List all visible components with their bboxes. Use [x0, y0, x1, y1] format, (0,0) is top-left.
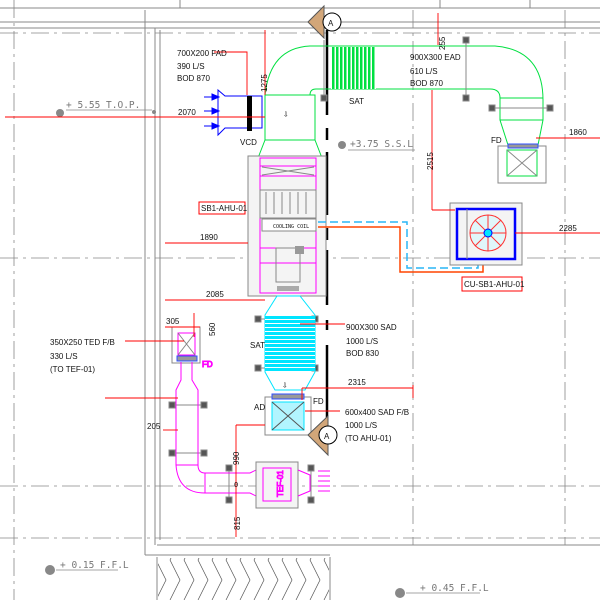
- dimension-texts: 1275 2070 255 2515 1860 1890 2285 2085 3…: [147, 36, 587, 530]
- sat-top-label: SAT: [349, 97, 364, 106]
- dim-255: 255: [438, 36, 447, 50]
- fan-icon: [469, 214, 507, 252]
- exhaust-outlet-arrows-icon: [318, 470, 330, 492]
- sad-fd-label: FD: [313, 397, 324, 406]
- tef-tag: TEF-01: [276, 470, 285, 497]
- cooling-coil-label: COOLING COIL: [273, 224, 309, 230]
- dim-2515: 2515: [426, 152, 435, 170]
- sad-flow: 1000 L/S: [346, 337, 378, 346]
- dim-2070: 2070: [178, 108, 196, 117]
- level-marker-ffl-left: + 0.15 F.F.L: [45, 560, 129, 575]
- floor-hatch: [158, 558, 329, 600]
- vcd-damper: [247, 96, 252, 131]
- sad-fb-flow: 1000 L/S: [345, 421, 377, 430]
- ead-size: 900X300 EAD: [410, 53, 461, 62]
- cu-tag: CU-SB1-AHU-01: [464, 280, 525, 289]
- ahu-unit: COOLING COIL SB1-AHU-01: [198, 155, 327, 297]
- dim-1860: 1860: [569, 128, 587, 137]
- ted-note: (TO TEF-01): [50, 365, 95, 374]
- dimension-lines: [5, 13, 600, 537]
- level-ffl-right-text: + 0.45 F.F.L: [420, 583, 489, 594]
- section-marker-bottom: A: [307, 414, 338, 457]
- level-ssl-text: +3.75 S.S.L: [350, 139, 413, 150]
- sad-fb-annotation: 600x400 SAD F/B 1000 L/S (TO AHU-01): [345, 408, 409, 443]
- refrigerant-piping: [318, 221, 484, 273]
- section-mark-a: A: [324, 432, 330, 441]
- fad-size: 700X200 FAD: [177, 49, 227, 58]
- fad-annotation: 700X200 FAD 390 L/S BOD 870: [177, 49, 227, 83]
- ted-annotation: 350X250 TED F/B 330 L/S (TO TEF-01): [50, 338, 115, 374]
- dim-815: 815: [233, 516, 242, 530]
- sad-annotation: 900X300 SAD 1000 L/S BOD 830: [346, 323, 397, 358]
- sad-fb-size: 600x400 SAD F/B: [345, 408, 409, 417]
- ead-annotation: 900X300 EAD 610 L/S BOD 870: [410, 53, 461, 88]
- intake-arrows-icon: [204, 93, 221, 130]
- dim-2085: 2085: [206, 290, 224, 299]
- ead-fire-damper: FD: [491, 136, 547, 184]
- dim-2285: 2285: [559, 224, 577, 233]
- dim-0: 0: [234, 481, 238, 489]
- sat-grille-top: [331, 47, 376, 89]
- ead-fd-label: FD: [491, 136, 502, 145]
- level-marker-top: + 5.55 T.O.P.: [56, 100, 156, 117]
- dim-205: 205: [147, 422, 161, 431]
- dim-2315: 2315: [348, 378, 366, 387]
- level-marker-ssl: +3.75 S.S.L: [338, 139, 415, 151]
- fresh-air-intake: VCD: [204, 88, 263, 147]
- sad-air-device: AD FD: [254, 393, 324, 436]
- ahu-tag: SB1-AHU-01: [201, 204, 248, 213]
- sad-size: 900X300 SAD: [346, 323, 397, 332]
- sat-supply-label: SAT: [250, 341, 265, 350]
- level-top-text: + 5.55 T.O.P.: [66, 100, 140, 111]
- airflow-down-arrow-icon: ⇩: [282, 380, 288, 391]
- dim-305: 305: [166, 317, 180, 326]
- ead-bod: BOD 870: [410, 79, 443, 88]
- ted-fd-label: FD: [202, 360, 213, 369]
- ted-size: 350X250 TED F/B: [50, 338, 115, 347]
- airflow-down-arrow-icon: ⇩: [283, 109, 289, 120]
- toilet-exhaust-duct: TEF-01 FD: [171, 326, 311, 509]
- dim-560: 560: [208, 322, 217, 336]
- ted-flow: 330 L/S: [50, 352, 78, 361]
- ead-flow: 610 L/S: [410, 67, 438, 76]
- dim-1890: 1890: [200, 233, 218, 242]
- dim-1275: 1275: [260, 74, 269, 92]
- dim-990: 990: [232, 451, 241, 465]
- vcd-label: VCD: [240, 138, 257, 147]
- sad-fb-note: (TO AHU-01): [345, 434, 392, 443]
- sad-bod: BOD 830: [346, 349, 379, 358]
- green-duct: [257, 45, 544, 159]
- section-mark-a: A: [328, 19, 334, 28]
- fad-flow: 390 L/S: [177, 62, 205, 71]
- level-marker-ffl-right: + 0.45 F.F.L: [395, 583, 489, 598]
- supply-air-duct: SAT ⇩: [250, 295, 316, 391]
- fad-bod: BOD 870: [177, 74, 210, 83]
- section-marker-top: A: [307, 4, 342, 40]
- condensing-unit: CU-SB1-AHU-01: [449, 202, 525, 292]
- level-ffl-left-text: + 0.15 F.F.L: [60, 560, 129, 571]
- ad-label: AD: [254, 403, 265, 412]
